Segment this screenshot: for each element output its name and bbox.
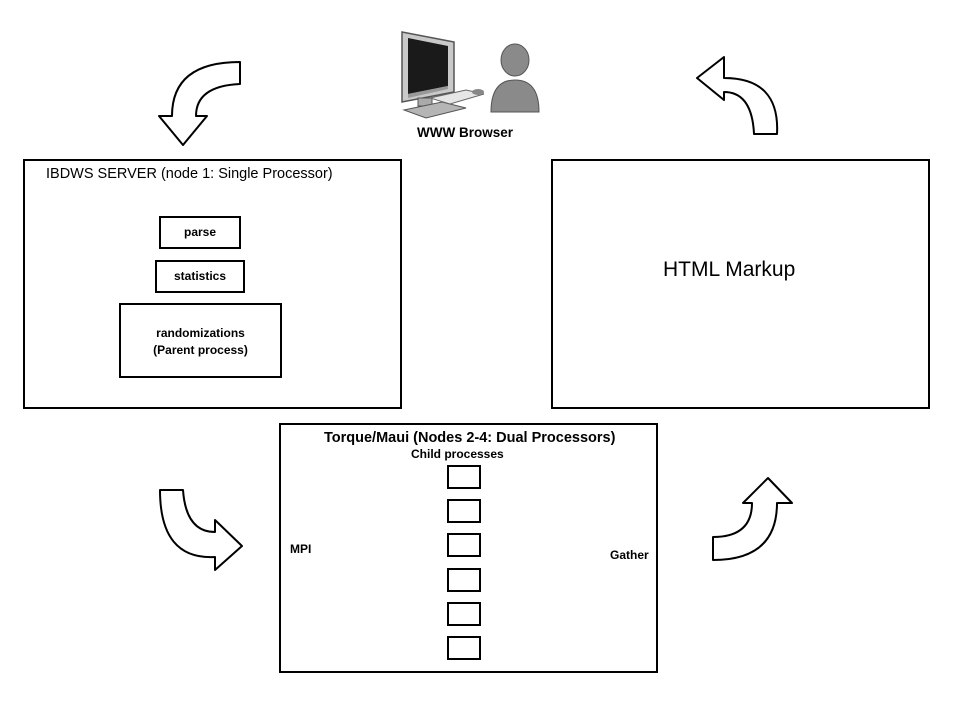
parse-step: parse	[159, 216, 241, 249]
browser-label: WWW Browser	[417, 125, 513, 140]
server-title: IBDWS SERVER (node 1: Single Processor)	[46, 166, 333, 182]
html-markup-box	[551, 159, 930, 409]
curved-arrow-right-icon	[159, 489, 243, 571]
statistics-label: statistics	[173, 269, 227, 283]
child-process-box	[447, 533, 481, 558]
user-icon	[488, 40, 543, 115]
html-markup-label: HTML Markup	[663, 258, 796, 281]
child-process-box	[447, 465, 481, 489]
randomizations-label: randomizations	[156, 326, 245, 340]
child-process-box	[447, 499, 481, 524]
child-process-box	[447, 567, 481, 592]
curved-arrow-left-icon	[696, 56, 779, 135]
curved-arrow-down-icon	[158, 61, 241, 146]
randomizations-step: randomizations (Parent process)	[119, 303, 282, 378]
child-process-box	[447, 601, 481, 626]
curved-arrow-up-icon	[712, 477, 793, 561]
child-process-box	[447, 636, 481, 660]
mpi-label: MPI	[290, 542, 312, 556]
child-processes-label: Child processes	[411, 447, 504, 461]
computer-monitor-icon	[396, 28, 491, 123]
cluster-title: Torque/Maui (Nodes 2-4: Dual Processors)	[324, 430, 616, 446]
parse-label: parse	[183, 225, 217, 239]
statistics-step: statistics	[155, 260, 245, 293]
parent-process-label: (Parent process)	[153, 343, 248, 357]
gather-label: Gather	[610, 548, 649, 562]
